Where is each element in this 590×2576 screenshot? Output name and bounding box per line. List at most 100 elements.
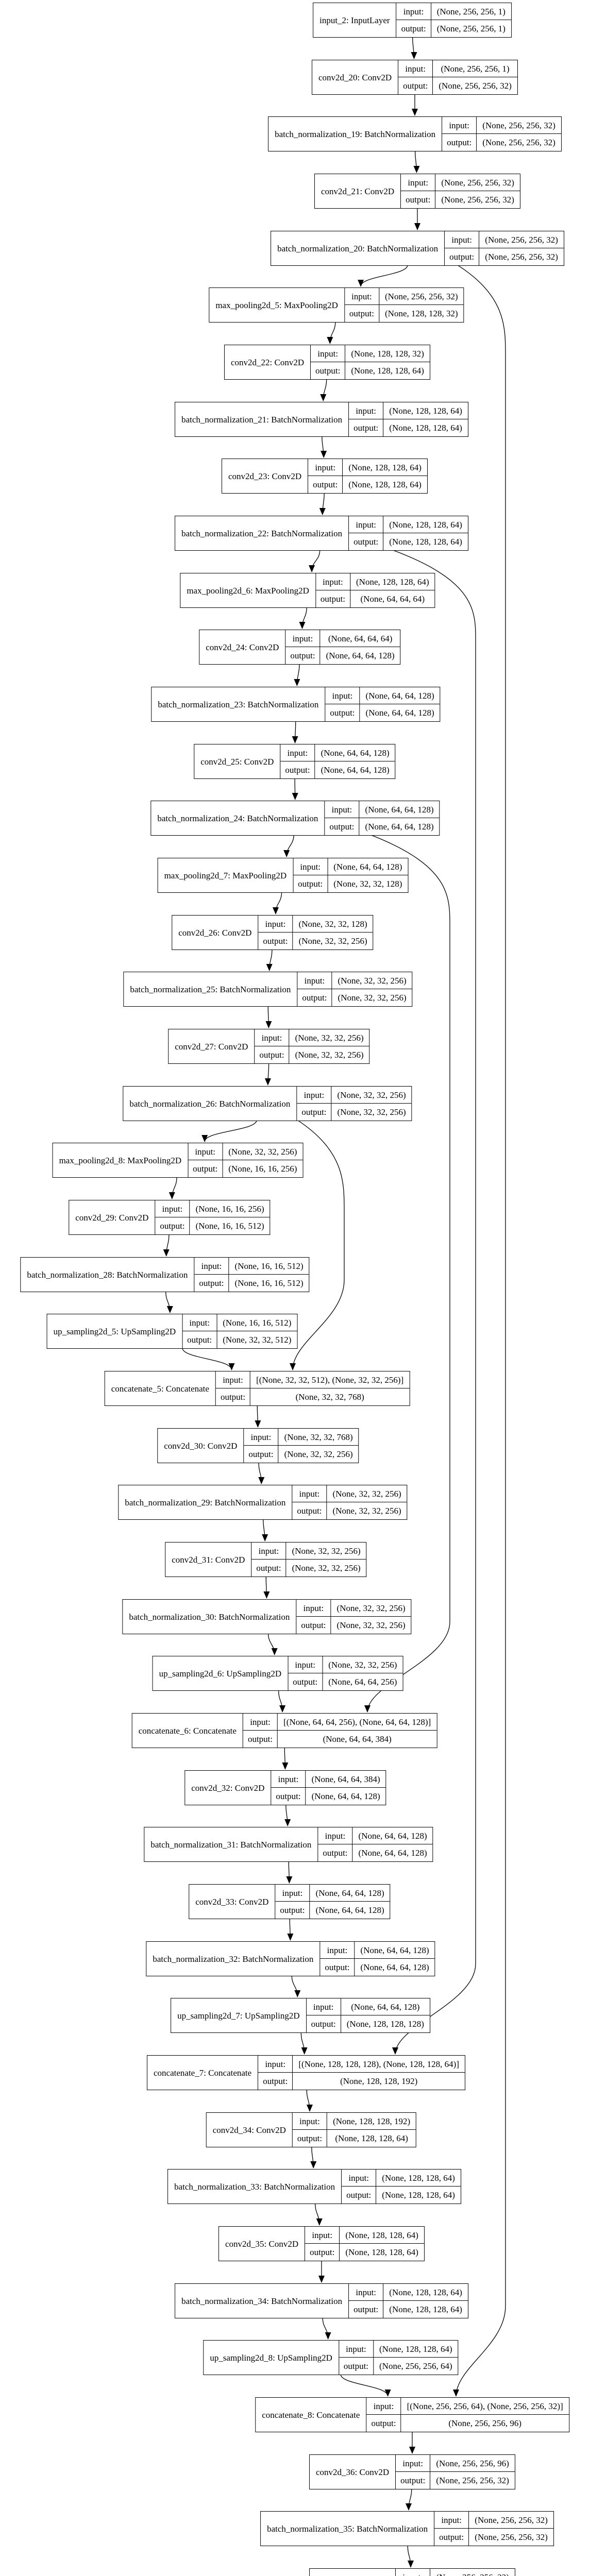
layer-node-conv2d_23: conv2d_23: Conv2D input: (None, 128, 128… bbox=[222, 459, 428, 494]
input-label: input: bbox=[280, 744, 315, 761]
output-label: output: bbox=[398, 77, 433, 94]
input-shape: (None, 32, 32, 256) bbox=[332, 972, 412, 989]
output-label: output: bbox=[188, 1160, 223, 1177]
layer-label: batch_normalization_24: BatchNormalizati… bbox=[151, 801, 325, 835]
output-label: output: bbox=[349, 533, 384, 550]
output-label: output: bbox=[325, 818, 360, 835]
output-shape: (None, 64, 64, 128) bbox=[365, 708, 434, 718]
input-label: input: bbox=[306, 1998, 341, 2015]
layer-node-up_sampling2d_6: up_sampling2d_6: UpSampling2D input: (No… bbox=[152, 1656, 403, 1691]
input-label: input: bbox=[285, 630, 321, 647]
input-shape: (None, 64, 64, 128) bbox=[355, 1942, 435, 1959]
layer-label: concatenate_8: Concatenate bbox=[256, 2398, 367, 2432]
output-label: output: bbox=[396, 2472, 431, 2489]
layer-label: conv2d_35: Conv2D bbox=[219, 2227, 306, 2261]
layer-label: concatenate_7: Concatenate bbox=[147, 2056, 259, 2090]
edge-input_2-to-conv2d_20 bbox=[411, 36, 417, 59]
input-label: input: bbox=[349, 2284, 384, 2301]
output-label: output: bbox=[243, 1731, 278, 1748]
output-label: output: bbox=[434, 2529, 469, 2546]
layer-label: conv2d_25: Conv2D bbox=[194, 744, 281, 778]
input-shape: (None, 16, 16, 512) bbox=[217, 1314, 297, 1331]
edge-max_pooling2d_6-to-conv2d_24 bbox=[299, 606, 307, 629]
layer-label: conv2d_26: Conv2D bbox=[172, 916, 259, 950]
layer-node-conv2d_26: conv2d_26: Conv2D input: (None, 32, 32, … bbox=[172, 915, 374, 950]
output-shape: (None, 32, 32, 256) bbox=[298, 936, 367, 946]
input-shape: (None, 64, 64, 128) bbox=[359, 801, 440, 818]
layer-label: batch_normalization_29: BatchNormalizati… bbox=[119, 1485, 293, 1519]
layer-node-concatenate_6: concatenate_6: Concatenate input: [(None… bbox=[131, 1713, 437, 1748]
layer-node-concatenate_8: concatenate_8: Concatenate input: [(None… bbox=[255, 2397, 569, 2432]
edge-batch_normalization_35-to-conv2d_37 bbox=[407, 2545, 414, 2568]
input-shape: (None, 64, 64, 128) bbox=[328, 858, 408, 875]
output-shape: (None, 32, 32, 256) bbox=[336, 1620, 406, 1630]
output-shape: (None, 16, 16, 512) bbox=[234, 1278, 304, 1288]
input-label: input: bbox=[297, 972, 332, 989]
edge-conv2d_27-to-batch_normalization_26 bbox=[264, 1062, 271, 1086]
output-label: output: bbox=[216, 1388, 251, 1405]
layer-label: batch_normalization_31: BatchNormalizati… bbox=[144, 1827, 318, 1861]
input-label: input: bbox=[293, 858, 328, 875]
output-shape: (None, 16, 16, 256) bbox=[228, 1164, 297, 1174]
layer-label: batch_normalization_34: BatchNormalizati… bbox=[175, 2284, 349, 2318]
edge-conv2d_32-to-batch_normalization_31 bbox=[284, 1804, 291, 1826]
output-shape: (None, 128, 128, 32) bbox=[385, 309, 458, 318]
layer-label: batch_normalization_35: BatchNormalizati… bbox=[261, 2512, 435, 2546]
layer-node-max_pooling2d_5: max_pooling2d_5: MaxPooling2D input: (No… bbox=[209, 287, 464, 323]
output-label: output: bbox=[401, 191, 436, 208]
layer-label: batch_normalization_26: BatchNormalizati… bbox=[123, 1087, 297, 1121]
edge-max_pooling2d_7-to-conv2d_26 bbox=[273, 891, 282, 914]
layer-label: conv2d_36: Conv2D bbox=[310, 2455, 396, 2489]
layer-label: conv2d_33: Conv2D bbox=[189, 1885, 276, 1919]
layer-label: conv2d_31: Conv2D bbox=[165, 1543, 252, 1577]
output-label: output: bbox=[251, 1560, 286, 1577]
output-shape: (None, 64, 64, 128) bbox=[360, 1962, 429, 1972]
output-shape: (None, 64, 64, 128) bbox=[358, 1848, 427, 1858]
layer-node-batch_normalization_32: batch_normalization_32: BatchNormalizati… bbox=[146, 1941, 435, 1976]
edge-conv2d_22-to-batch_normalization_21 bbox=[320, 378, 327, 401]
layer-label: up_sampling2d_5: UpSampling2D bbox=[47, 1314, 183, 1348]
output-shape: (None, 128, 128, 64) bbox=[389, 2304, 462, 2314]
input-shape: (None, 128, 128, 64) bbox=[383, 516, 468, 533]
edge-concatenate_5-to-conv2d_30 bbox=[255, 1404, 261, 1428]
output-label: output: bbox=[308, 476, 343, 493]
output-shape: (None, 256, 256, 32) bbox=[475, 2532, 548, 2542]
output-label: output: bbox=[297, 1104, 332, 1121]
input-label: input: bbox=[258, 916, 293, 933]
output-shape: (None, 128, 128, 64) bbox=[389, 423, 462, 433]
layer-node-batch_normalization_28: batch_normalization_28: BatchNormalizati… bbox=[20, 1257, 310, 1292]
layer-node-conv2d_32: conv2d_32: Conv2D input: (None, 64, 64, … bbox=[184, 1770, 386, 1805]
output-shape: (None, 32, 32, 512) bbox=[223, 1335, 292, 1345]
layer-node-batch_normalization_21: batch_normalization_21: BatchNormalizati… bbox=[175, 402, 468, 437]
layer-node-batch_normalization_29: batch_normalization_29: BatchNormalizati… bbox=[118, 1485, 408, 1520]
layer-node-batch_normalization_35: batch_normalization_35: BatchNormalizati… bbox=[260, 2511, 554, 2546]
input-label: input: bbox=[320, 1942, 355, 1959]
edge-conv2d_26-to-batch_normalization_25 bbox=[266, 948, 273, 971]
input-label: input: bbox=[349, 516, 384, 533]
edge-batch_normalization_19-to-conv2d_21 bbox=[413, 150, 420, 173]
input-label: input: bbox=[311, 345, 346, 362]
input-label: input: bbox=[445, 231, 480, 248]
layer-label: batch_normalization_28: BatchNormalizati… bbox=[21, 1258, 195, 1292]
input-shape: [(None, 128, 128, 128), (None, 128, 128,… bbox=[293, 2056, 465, 2073]
input-shape: (None, 32, 32, 256) bbox=[223, 1143, 303, 1160]
input-label: input: bbox=[182, 1314, 217, 1331]
layer-label: conv2d_32: Conv2D bbox=[185, 1771, 272, 1805]
layer-node-batch_normalization_22: batch_normalization_22: BatchNormalizati… bbox=[175, 516, 468, 551]
output-shape: (None, 32, 32, 768) bbox=[295, 1392, 364, 1402]
input-shape: (None, 128, 128, 64) bbox=[343, 459, 427, 476]
output-shape: (None, 64, 64, 128) bbox=[311, 1791, 380, 1801]
input-shape: (None, 128, 128, 64) bbox=[340, 2227, 424, 2244]
input-shape: (None, 128, 128, 64) bbox=[383, 402, 468, 419]
input-label: input: bbox=[339, 2341, 374, 2358]
layer-label: batch_normalization_25: BatchNormalizati… bbox=[124, 972, 298, 1006]
input-shape: [(None, 64, 64, 256), (None, 64, 64, 128… bbox=[278, 1714, 437, 1731]
layer-label: batch_normalization_23: BatchNormalizati… bbox=[151, 687, 326, 721]
input-label: input: bbox=[308, 459, 343, 476]
input-shape: (None, 128, 128, 64) bbox=[383, 2284, 468, 2301]
edge-conv2d_24-to-batch_normalization_23 bbox=[294, 663, 300, 686]
edge-batch_normalization_23-to-conv2d_25 bbox=[292, 720, 298, 743]
output-shape: (None, 128, 128, 64) bbox=[335, 2133, 408, 2143]
output-shape: (None, 64, 64, 128) bbox=[315, 1905, 384, 1915]
layer-label: batch_normalization_20: BatchNormalizati… bbox=[271, 231, 445, 265]
